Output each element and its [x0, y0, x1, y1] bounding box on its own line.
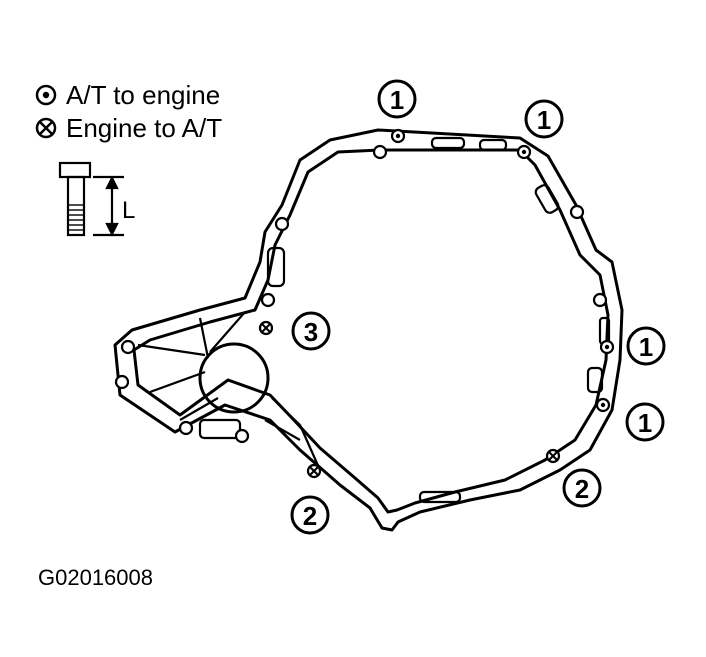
- at-to-engine-bolt-mark: [599, 339, 615, 355]
- callout-number: 1: [639, 332, 653, 362]
- callout-bolt-2a: 2: [290, 495, 330, 535]
- transmission-housing-outline: [113, 128, 624, 532]
- engine-to-at-bolt-mark: [258, 320, 274, 336]
- callout-number: 3: [304, 317, 318, 347]
- legend: A/T to engine Engine to A/T: [35, 80, 222, 143]
- engine-to-at-bolt-mark: [306, 463, 322, 479]
- callout-bolt-1b: 1: [524, 99, 564, 139]
- at-to-engine-bolt-mark: [390, 128, 406, 144]
- at-to-engine-symbol-icon: [35, 84, 57, 106]
- at-to-engine-bolt-marks: [390, 128, 615, 413]
- engine-to-at-bolt-mark: [545, 448, 561, 464]
- callout-number: 1: [638, 408, 652, 438]
- housing-ribs: [137, 136, 611, 504]
- engine-to-at-symbol-icon: [35, 117, 57, 139]
- engine-to-at-bolt-marks: [258, 320, 561, 479]
- at-to-engine-bolt-mark: [516, 144, 532, 160]
- callout-bolt-1c: 1: [626, 326, 666, 366]
- callout-bolt-1d: 1: [625, 402, 665, 442]
- bolt-length-icon: [58, 161, 124, 237]
- figure-id: G02016008: [38, 565, 153, 590]
- callout-bolt-1a: 1: [377, 79, 417, 119]
- callout-number: 2: [575, 474, 589, 504]
- at-to-engine-bolt-mark: [595, 397, 611, 413]
- callout-number: 1: [390, 85, 404, 115]
- callout-bolt-2b: 2: [562, 468, 602, 508]
- legend-at-to-engine-label: A/T to engine: [66, 80, 220, 110]
- callout-number: 1: [537, 105, 551, 135]
- callout-bolt-3: 3: [291, 311, 331, 351]
- legend-engine-to-at-label: Engine to A/T: [66, 113, 222, 143]
- callout-number: 2: [303, 501, 317, 531]
- housing-boss-holes: [114, 144, 608, 444]
- bolt-length-label: L: [122, 197, 135, 224]
